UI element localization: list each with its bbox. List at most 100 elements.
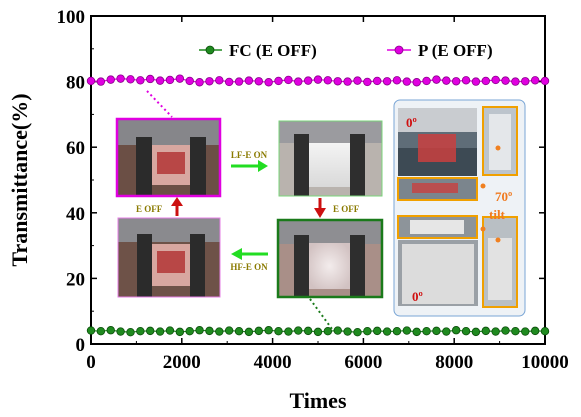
data-point: [264, 78, 273, 87]
data-point: [451, 326, 461, 335]
tilt-dot-3: [480, 226, 486, 232]
data-point: [244, 327, 254, 337]
data-point: [412, 327, 421, 337]
tilt-photo-top-front: [398, 108, 477, 176]
series-fc: [86, 326, 550, 337]
tilt-inset: 0º 0º 70º tilt: [393, 99, 526, 317]
data-point: [86, 326, 96, 335]
arrow-e-off-left: [171, 197, 183, 216]
data-point: [530, 76, 540, 85]
y-tick-label: 100: [57, 7, 86, 28]
data-point: [353, 327, 362, 337]
data-point: [471, 77, 481, 86]
data-point: [195, 326, 204, 335]
data-point: [491, 75, 500, 85]
data-point: [86, 76, 96, 86]
legend-marker-fc: [205, 45, 215, 55]
data-point: [422, 327, 431, 336]
legend: FC (E OFF) P (E OFF): [199, 41, 493, 60]
data-point: [126, 75, 135, 84]
data-point: [323, 76, 333, 85]
data-point: [96, 327, 106, 336]
y-axis-label: Transmittance(%): [7, 93, 32, 266]
data-point: [274, 327, 283, 336]
y-tick-label: 60: [66, 138, 85, 159]
tilt-photo-bottom-front: [398, 240, 478, 306]
data-point: [106, 326, 115, 335]
y-tick-label: 0: [76, 335, 86, 356]
label-lf-on: LF-E ON: [231, 150, 268, 160]
photo-fc-bottom: [276, 218, 384, 299]
data-point: [461, 76, 471, 85]
data-point: [540, 76, 550, 86]
data-point: [481, 326, 490, 336]
data-point: [323, 327, 333, 336]
data-point: [373, 76, 382, 86]
data-point: [234, 77, 244, 86]
arrow-lf-on: [231, 160, 268, 172]
leader-line-magenta: [146, 90, 173, 118]
tilt-dot-1: [495, 145, 501, 151]
data-point: [185, 327, 194, 336]
data-point: [146, 74, 155, 84]
data-point: [303, 326, 313, 336]
y-tick-label: 20: [66, 269, 85, 290]
x-tick-label: 8000: [435, 352, 473, 373]
data-point: [195, 78, 204, 87]
data-point: [254, 326, 263, 336]
data-point: [442, 327, 451, 336]
label-e-off-left: E OFF: [136, 204, 163, 214]
data-point: [521, 327, 530, 336]
tilt-angle-bottom: 0º: [412, 289, 423, 304]
data-point: [126, 327, 135, 337]
data-point: [540, 327, 550, 336]
data-point: [284, 327, 293, 336]
arrow-e-off-right: [314, 198, 326, 218]
data-point: [254, 77, 263, 86]
data-point: [215, 327, 224, 336]
legend-label-p: P (E OFF): [418, 41, 493, 60]
data-point: [333, 326, 342, 335]
data-point: [264, 326, 273, 335]
data-point: [412, 78, 421, 87]
data-point: [155, 76, 165, 85]
data-point: [392, 76, 402, 85]
data-point: [432, 326, 441, 336]
data-point: [116, 327, 125, 336]
data-point: [215, 76, 224, 85]
data-point: [155, 327, 165, 336]
data-point: [136, 327, 145, 336]
tilt-photo-top-side: [482, 106, 518, 176]
x-tick-label: 6000: [344, 352, 382, 373]
tilt-photo-mid-strip: [397, 177, 478, 201]
data-point: [461, 327, 471, 336]
arrow-hf-on: [231, 248, 268, 260]
data-point: [353, 76, 362, 85]
legend-label-fc: FC (E OFF): [229, 41, 317, 60]
data-point: [511, 77, 520, 86]
x-axis-label: Times: [289, 388, 346, 413]
photo-p-bottom: [117, 217, 221, 298]
data-point: [294, 326, 303, 335]
data-point: [116, 74, 125, 83]
data-point: [521, 77, 530, 86]
data-point: [471, 327, 481, 337]
tick-group: [90, 15, 546, 345]
data-point: [481, 76, 490, 86]
data-point: [244, 76, 254, 85]
data-point: [343, 327, 352, 336]
data-point: [106, 75, 115, 84]
data-point: [422, 76, 431, 86]
tilt-dot-2: [480, 183, 486, 189]
x-tick-label: 10000: [521, 352, 569, 373]
tilt-dot-4: [495, 237, 501, 243]
tilt-value: 70º: [495, 189, 512, 204]
tilt-photo-bottom-strip: [397, 215, 478, 239]
data-point: [294, 77, 303, 86]
data-point: [205, 77, 214, 86]
data-point: [313, 75, 323, 84]
data-point: [185, 76, 194, 86]
x-tick-label: 0: [86, 352, 96, 373]
y-tick-label: 40: [66, 204, 85, 225]
